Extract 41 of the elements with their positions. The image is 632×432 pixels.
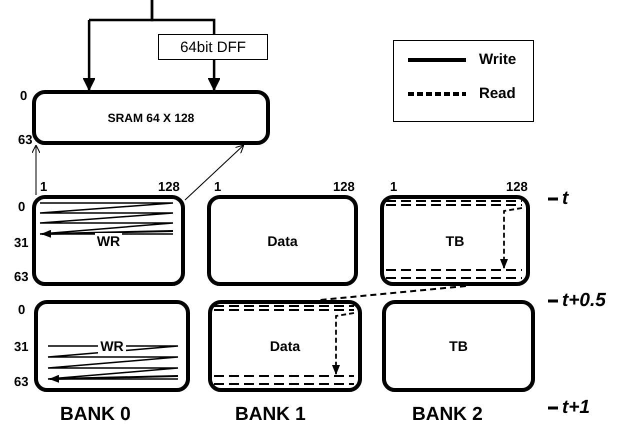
memory-bank-box [32,195,185,286]
time-label: t+0.5 [562,290,606,312]
node-label: TB [447,338,470,354]
row-index: 0 [20,88,28,103]
legend-label: Write [479,51,516,68]
connector-line [150,0,216,34]
row-index: 63 [14,374,28,389]
legend-label: Read [479,85,516,102]
column-index: 128 [333,179,355,194]
memory-block [32,90,270,145]
connector-line [320,285,466,301]
row-index: 63 [18,132,32,147]
bank-label: BANK 1 [235,404,306,426]
row-index: 63 [14,269,28,284]
node-label: Data [268,338,302,354]
row-index: 31 [14,339,28,354]
row-index: 31 [14,235,28,250]
node-label: WR [98,338,126,354]
column-index: 1 [390,179,398,194]
column-index: 1 [214,179,222,194]
column-index: 1 [40,179,48,194]
node-label: 64bit DFF [178,38,248,56]
row-index: 0 [18,199,26,214]
bank-label: BANK 2 [412,404,483,426]
bank-label: BANK 0 [60,404,131,426]
memory-bank-box [380,195,530,286]
column-index: 128 [158,179,180,194]
register-box [158,34,268,60]
node-label: SRAM 64 X 128 [106,110,196,124]
memory-bank-box [208,300,362,392]
time-label: t+1 [562,397,590,419]
arrow [32,144,40,196]
arrow [208,60,221,90]
memory-bank-box [207,195,358,286]
time-label: t [562,188,568,210]
column-index: 128 [506,179,528,194]
arrow [184,144,244,200]
memory-bank-box [34,300,190,392]
node-label: WR [94,232,122,248]
memory-bank-box [382,300,535,392]
row-index: 0 [18,302,26,317]
